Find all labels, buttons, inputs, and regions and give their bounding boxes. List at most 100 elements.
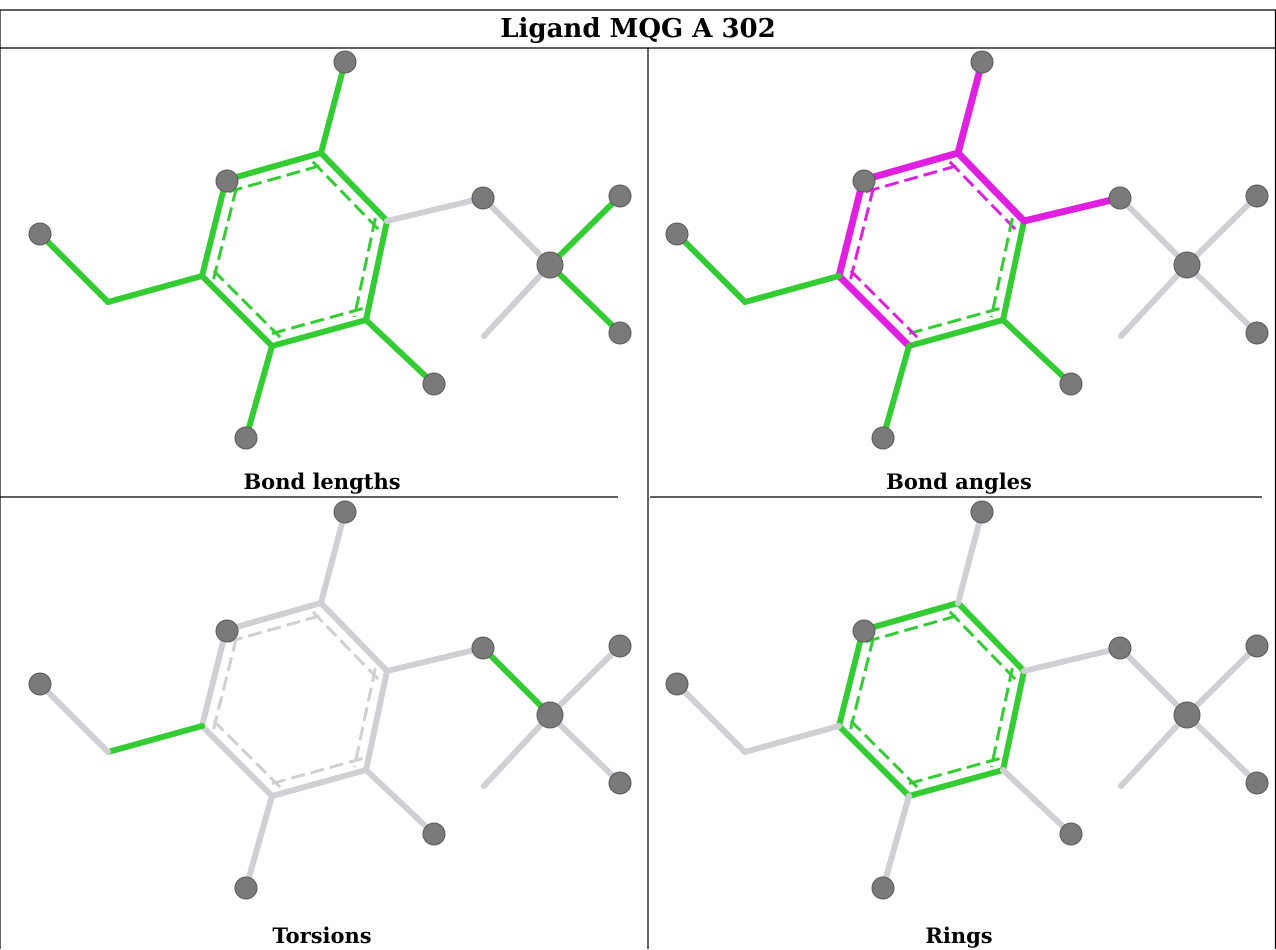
- bond-c3-cl3: [363, 317, 437, 387]
- aromatic-dash-c2-c3: [989, 217, 1014, 318]
- aromatic-dash-c4-c5: [846, 716, 919, 789]
- bond-oN-cq: [480, 195, 553, 268]
- bond-cq-me1: [547, 193, 623, 268]
- molecule-rings: [665, 500, 1269, 900]
- atom-h6: [215, 619, 239, 643]
- atom-cl3: [1059, 372, 1083, 396]
- bond-cq-me1: [1184, 193, 1260, 268]
- bond-c6-c1: [860, 600, 961, 633]
- molecule-bond-lengths: [28, 50, 632, 450]
- bond-c5-c6: [836, 627, 866, 729]
- bond-c1-topH: [318, 509, 348, 606]
- bond-c5-ch2: [105, 273, 205, 305]
- atom-cl3: [422, 372, 446, 396]
- atom-topH: [333, 50, 357, 74]
- bond-c5-ch2: [105, 723, 205, 755]
- atom-me1: [1245, 634, 1269, 658]
- atom-cl4: [871, 876, 895, 900]
- atom-quaternary-center: [1173, 251, 1201, 279]
- atom-cl4: [234, 426, 258, 450]
- bond-c2-oN: [384, 195, 486, 224]
- bond-c4-c5: [835, 272, 913, 350]
- panel-bond-angles: Bond angles: [641, 50, 1276, 494]
- aromatic-dash-c5-c6: [212, 632, 240, 730]
- bond-c2-oN: [1021, 645, 1123, 674]
- atom-me2: [1245, 321, 1269, 345]
- atom-cl3: [422, 822, 446, 846]
- aromatic-dash-c5-c6: [849, 632, 877, 730]
- bond-c1-topH: [954, 58, 986, 157]
- bond-c4-c5: [199, 723, 275, 799]
- bond-c1-topH: [955, 509, 985, 606]
- bond-c6-c1: [223, 150, 324, 183]
- atom-topH: [333, 500, 357, 524]
- aromatic-dash-c6-c1: [228, 163, 325, 194]
- aromatic-dash-c4-c5: [209, 716, 282, 789]
- bond-c2-c3: [1000, 218, 1027, 323]
- bond-cq-me3: [481, 712, 553, 789]
- molecule-bond-angles: [665, 50, 1269, 450]
- bond-cq-me1: [547, 643, 623, 718]
- bond-c2-oN: [1020, 194, 1124, 225]
- bond-ch2-endL: [674, 681, 748, 755]
- bond-c4-c5: [836, 723, 912, 799]
- atom-me2: [1245, 771, 1269, 795]
- atom-cl4: [234, 876, 258, 900]
- atom-quaternary-center: [536, 251, 564, 279]
- atom-h6: [215, 169, 239, 193]
- bond-c2-c3: [363, 218, 390, 323]
- atom-quaternary-center: [536, 701, 564, 729]
- atom-me2: [608, 321, 632, 345]
- bond-c2-oN: [384, 645, 486, 674]
- bond-cq-me2: [547, 262, 623, 336]
- bond-c1-c2: [318, 600, 390, 674]
- bond-c1-topH: [318, 59, 348, 156]
- bond-c2-c3: [1000, 668, 1027, 773]
- atom-me1: [1245, 184, 1269, 208]
- bond-cq-me2: [1184, 262, 1260, 336]
- aromatic-dash-c4-c5: [209, 266, 282, 339]
- caption-rings: Rings: [925, 922, 993, 948]
- atom-oN: [471, 636, 495, 660]
- aromatic-dash-c6-c1: [865, 163, 962, 194]
- atom-oN: [471, 186, 495, 210]
- bond-c5-ch2: [742, 273, 842, 305]
- bond-c3-cl3: [363, 767, 437, 837]
- atom-cl4: [871, 426, 895, 450]
- bond-c4-cl4: [880, 793, 912, 891]
- bond-c1-c2: [318, 150, 390, 224]
- aromatic-dash-c2-c3: [989, 667, 1014, 768]
- bond-c5-c6: [199, 627, 229, 729]
- bond-oN-cq: [1117, 645, 1190, 718]
- aromatic-dash-c3-c4: [905, 757, 1000, 786]
- caption-bond-angles: Bond angles: [886, 468, 1032, 494]
- aromatic-dash-c2-c3: [352, 217, 377, 318]
- bond-ch2-endL: [37, 231, 111, 305]
- aromatic-dash-c3-c4: [268, 757, 363, 786]
- aromatic-dash-c5-c6: [849, 182, 877, 280]
- atom-me1: [608, 184, 632, 208]
- aromatic-dash-c1-c2: [948, 610, 1017, 681]
- aromatic-dash-c4-c5: [846, 266, 919, 339]
- bond-cq-me3: [481, 262, 553, 339]
- bond-c5-c6: [835, 176, 867, 280]
- bond-c3-cl3: [1000, 767, 1074, 837]
- bond-c4-cl4: [243, 343, 275, 441]
- aromatic-dash-c5-c6: [212, 182, 240, 280]
- atom-h6: [852, 619, 876, 643]
- aromatic-dash-c3-c4: [268, 307, 363, 336]
- bond-c4-cl4: [880, 343, 912, 441]
- bond-c4-c5: [199, 273, 275, 349]
- aromatic-dash-c6-c1: [228, 613, 325, 644]
- atom-oN: [1108, 186, 1132, 210]
- bond-cq-me3: [1118, 712, 1190, 789]
- bond-c1-c2: [954, 149, 1028, 225]
- aromatic-dash-c1-c2: [311, 610, 380, 681]
- bond-cq-me2: [547, 712, 623, 786]
- atom-topH: [970, 50, 994, 74]
- bond-c4-cl4: [243, 793, 275, 891]
- bond-c3-c4: [269, 317, 369, 349]
- bond-oN-cq: [480, 645, 553, 718]
- bond-c6-c1: [859, 149, 962, 184]
- atom-cl3: [1059, 822, 1083, 846]
